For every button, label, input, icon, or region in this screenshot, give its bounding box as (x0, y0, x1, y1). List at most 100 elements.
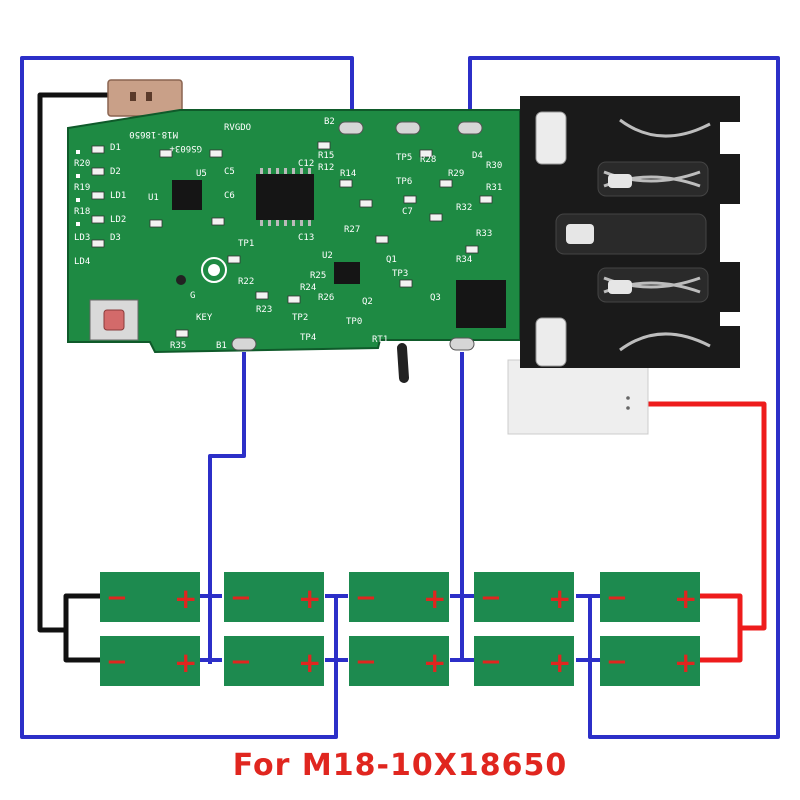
pcb-label-34: C5 (224, 167, 235, 177)
thermistor (397, 343, 409, 383)
pcb-label-49: TP0 (346, 317, 362, 327)
battery-cell: −+ (474, 572, 574, 622)
pcb-outline (67, 109, 521, 354)
terminal-slot-3 (555, 213, 707, 255)
cell-minus-sign: − (355, 647, 377, 677)
cell-plus-sign: + (298, 582, 321, 615)
battery-cell: −+ (349, 636, 449, 686)
terminal-pads (231, 121, 483, 351)
pcb-label-25: R28 (420, 155, 436, 165)
pcb-label-38: U2 (322, 251, 333, 261)
pcb-label-39: U5 (196, 169, 207, 179)
pcb-label-21: R24 (300, 283, 316, 293)
cell-plus-sign: + (423, 582, 446, 615)
pcb-part-number: M18-18650 (129, 129, 178, 139)
cell-minus-sign: − (606, 647, 628, 677)
pcb-label-24: R27 (344, 225, 360, 235)
pcb-label-42: Q3 (430, 293, 441, 303)
cell-plus-sign: + (298, 646, 321, 679)
terminal-connector (507, 96, 740, 435)
cell-minus-sign: − (230, 647, 252, 677)
cell-body (474, 572, 574, 622)
pcb-label-12: LD1 (110, 191, 126, 201)
cell-plus-sign: + (174, 646, 197, 679)
pcb-label-52: D3 (110, 233, 121, 243)
positive-wire (640, 401, 767, 663)
battery-cell: −+ (474, 636, 574, 686)
cell-body (600, 572, 700, 622)
battery-cells: −+−+−+−+−+−+−+−+−+−+ (100, 572, 700, 686)
pcb-label-31: R34 (456, 255, 472, 265)
battery-cell: −+ (600, 572, 700, 622)
cell-minus-sign: − (355, 583, 377, 613)
pcb-label-5: R12 (318, 163, 334, 173)
cell-plus-sign: + (548, 646, 571, 679)
pad-b2 (338, 121, 364, 135)
cell-body (100, 636, 200, 686)
pcb-label-40: Q1 (386, 255, 397, 265)
cell-plus-sign: + (174, 582, 197, 615)
pcb-label-27: R30 (486, 161, 502, 171)
pcb-label-6: R14 (340, 169, 356, 179)
secondary-ic (172, 180, 202, 210)
pcb-label-23: R26 (318, 293, 334, 303)
pcb-label-48: TP6 (396, 177, 412, 187)
cell-minus-sign: − (106, 647, 128, 677)
pcb-label-29: R32 (456, 203, 472, 213)
pcb-label-13: LD2 (110, 215, 126, 225)
pad-mid (395, 121, 421, 135)
pcb-label-8: R19 (74, 183, 90, 193)
pcb-label-45: TP3 (392, 269, 408, 279)
main-ic (256, 174, 314, 220)
cell-body (224, 572, 324, 622)
main-wires (20, 56, 780, 739)
pcb-label-17: G (190, 291, 195, 301)
pcb-label-43: TP1 (238, 239, 254, 249)
cell-plus-sign: + (423, 646, 446, 679)
pcb-label-15: LD4 (74, 257, 90, 267)
wire-b2-to-pack-left (20, 56, 354, 739)
pcb-label-36: C7 (402, 207, 413, 217)
wire-b1-to-cells (208, 352, 246, 664)
cell-minus-sign: − (480, 647, 502, 677)
pcb-label-46: TP4 (300, 333, 316, 343)
pad-b3 (449, 337, 475, 351)
battery-cell: −+ (600, 636, 700, 686)
pcb-label-28: R31 (486, 183, 502, 193)
pcb-label-35: C6 (224, 191, 235, 201)
cell-plus-sign: + (674, 646, 697, 679)
pcb-board: M18-18650 GS603+ RVGDO B2 B1 B3 R15 R12 … (67, 79, 521, 383)
cell-plus-sign: + (674, 582, 697, 615)
pcb-label-20: R23 (256, 305, 272, 315)
cell-minus-sign: − (606, 583, 628, 613)
battery-cell: −+ (224, 572, 324, 622)
cell-body (349, 636, 449, 686)
cell-body (600, 636, 700, 686)
smd-components (91, 141, 493, 338)
pcb-label-7: R20 (74, 159, 90, 169)
pcb-label-51: D4 (472, 151, 483, 161)
wire-b3-top-to-pack-right (468, 56, 780, 739)
battery-cell: −+ (224, 636, 324, 686)
pcb-label-2: B1 (216, 341, 227, 351)
pcb-label-32: C12 (298, 159, 314, 169)
cell-minus-sign: − (106, 583, 128, 613)
pcb-label-3: B3 (426, 343, 437, 353)
pad-b3-top (457, 121, 483, 135)
cell-minus-sign: − (230, 583, 252, 613)
terminal-blade-1 (535, 111, 567, 165)
pcb-label-9: R18 (74, 207, 90, 217)
pcb-label-50: RT1 (372, 335, 388, 345)
pcb-label-1: B2 (324, 117, 335, 127)
pcb-label-18: R35 (170, 341, 186, 351)
mosfet (456, 280, 506, 328)
pcb-label-22: R25 (310, 271, 326, 281)
negative-wire (37, 92, 112, 663)
cell-minus-sign: − (480, 583, 502, 613)
cell-plus-sign: + (548, 582, 571, 615)
pcb-label-19: R22 (238, 277, 254, 287)
battery-cell: −+ (100, 636, 200, 686)
pcb-label-26: R29 (448, 169, 464, 179)
pcb-label-41: Q2 (362, 297, 373, 307)
